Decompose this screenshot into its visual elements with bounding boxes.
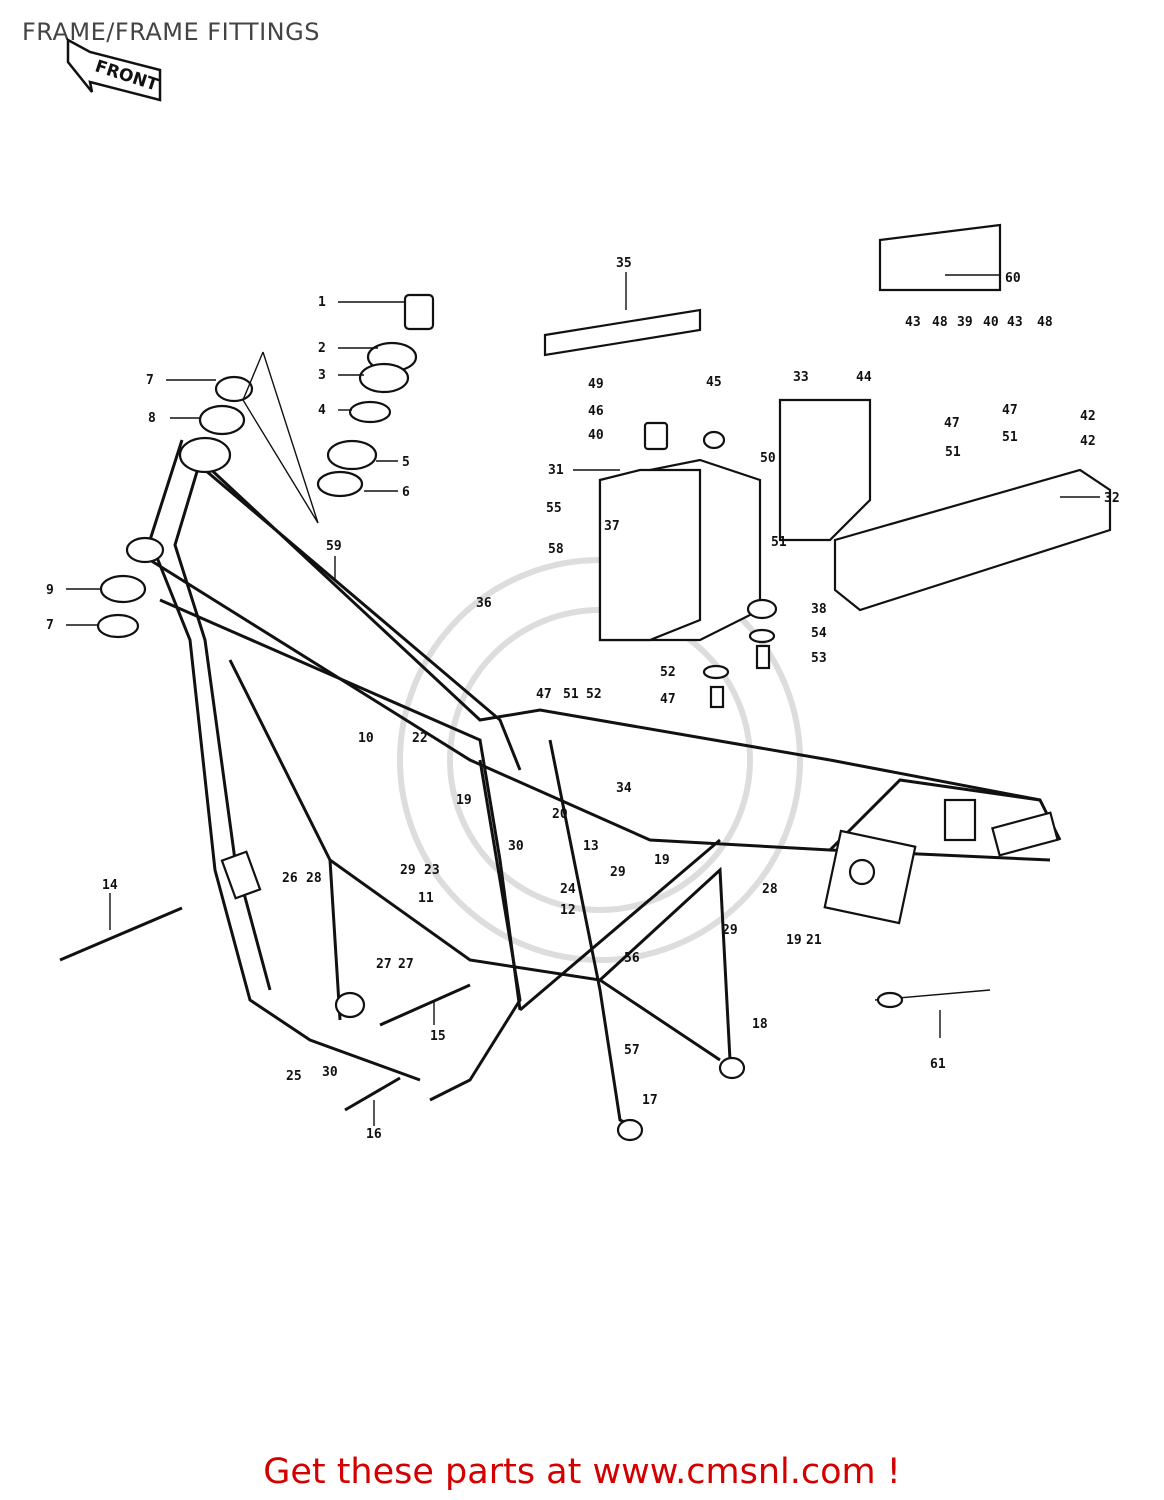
callout-21: 21 bbox=[806, 933, 822, 948]
callout-51a: 51 bbox=[1002, 430, 1018, 445]
callout-24: 24 bbox=[560, 882, 576, 897]
callout-19a: 19 bbox=[456, 793, 472, 808]
callout-7-lower: 7 bbox=[46, 618, 54, 633]
callout-48b: 48 bbox=[1037, 315, 1053, 330]
callout-20: 20 bbox=[552, 807, 568, 822]
callout-42b: 42 bbox=[1080, 434, 1096, 449]
callout-8: 8 bbox=[148, 411, 156, 426]
callout-labels: 1 2 3 4 5 6 7 8 9 7 35 60 43 48 39 40 43… bbox=[46, 256, 1120, 1142]
callout-39: 39 bbox=[957, 315, 973, 330]
callout-28b: 28 bbox=[762, 882, 778, 897]
callout-12: 12 bbox=[560, 903, 576, 918]
callout-36: 36 bbox=[476, 596, 492, 611]
steering-stem-parts bbox=[96, 293, 435, 639]
callout-13: 13 bbox=[583, 839, 599, 854]
callout-58: 58 bbox=[548, 542, 564, 557]
callout-31: 31 bbox=[548, 463, 564, 478]
callout-22: 22 bbox=[412, 731, 428, 746]
callout-42a: 42 bbox=[1080, 409, 1096, 424]
callout-40b: 40 bbox=[588, 428, 604, 443]
callout-40a: 40 bbox=[983, 315, 999, 330]
callout-17: 17 bbox=[642, 1093, 658, 1108]
callout-50: 50 bbox=[760, 451, 776, 466]
callout-29b: 29 bbox=[610, 865, 626, 880]
callout-45: 45 bbox=[706, 375, 722, 390]
callout-59: 59 bbox=[326, 539, 342, 554]
callout-33: 33 bbox=[793, 370, 809, 385]
callout-56: 56 bbox=[624, 951, 640, 966]
callout-51d: 51 bbox=[563, 687, 579, 702]
callout-15: 15 bbox=[430, 1029, 446, 1044]
callout-6: 6 bbox=[402, 485, 410, 500]
callout-29a: 29 bbox=[400, 863, 416, 878]
callout-44: 44 bbox=[856, 370, 872, 385]
callout-3: 3 bbox=[318, 368, 326, 383]
callout-54: 54 bbox=[811, 626, 827, 641]
callout-5: 5 bbox=[402, 455, 410, 470]
callout-60: 60 bbox=[1005, 271, 1021, 286]
callout-51c: 51 bbox=[771, 535, 787, 550]
callout-43a: 43 bbox=[905, 315, 921, 330]
callout-30a: 30 bbox=[508, 839, 524, 854]
cta-link[interactable]: Get these parts at www.cmsnl.com ! bbox=[0, 1452, 1164, 1492]
callout-47b: 47 bbox=[1002, 403, 1018, 418]
callout-46: 46 bbox=[588, 404, 604, 419]
front-arrow-badge: FRONT bbox=[66, 37, 162, 102]
callout-29c: 29 bbox=[722, 923, 738, 938]
cta-text[interactable]: Get these parts at www.cmsnl.com ! bbox=[263, 1452, 901, 1492]
callout-1: 1 bbox=[318, 295, 326, 310]
callout-49: 49 bbox=[588, 377, 604, 392]
callout-11: 11 bbox=[418, 891, 434, 906]
callout-14: 14 bbox=[102, 878, 118, 893]
callout-61: 61 bbox=[930, 1057, 946, 1072]
callout-47a: 47 bbox=[944, 416, 960, 431]
callout-38: 38 bbox=[811, 602, 827, 617]
callout-55: 55 bbox=[546, 501, 562, 516]
callout-16: 16 bbox=[366, 1127, 382, 1142]
callout-28a: 28 bbox=[306, 871, 322, 886]
callout-57: 57 bbox=[624, 1043, 640, 1058]
callout-52b: 52 bbox=[586, 687, 602, 702]
callout-2: 2 bbox=[318, 341, 326, 356]
callout-9: 9 bbox=[46, 583, 54, 598]
callout-4: 4 bbox=[318, 403, 326, 418]
callout-30b: 30 bbox=[322, 1065, 338, 1080]
callout-34: 34 bbox=[616, 781, 632, 796]
callout-52a: 52 bbox=[660, 665, 676, 680]
callout-27a: 27 bbox=[376, 957, 392, 972]
callout-25: 25 bbox=[286, 1069, 302, 1084]
callout-32: 32 bbox=[1104, 491, 1120, 506]
callout-26: 26 bbox=[282, 871, 298, 886]
callout-43b: 43 bbox=[1007, 315, 1023, 330]
callout-53: 53 bbox=[811, 651, 827, 666]
callout-10: 10 bbox=[358, 731, 374, 746]
callout-18: 18 bbox=[752, 1017, 768, 1032]
battery-box bbox=[59, 223, 1112, 1112]
frame bbox=[125, 436, 1062, 1142]
callout-35: 35 bbox=[616, 256, 632, 271]
callout-7: 7 bbox=[146, 373, 154, 388]
callout-19c: 19 bbox=[786, 933, 802, 948]
callout-19b: 19 bbox=[654, 853, 670, 868]
callout-47d: 47 bbox=[660, 692, 676, 707]
leader-lines bbox=[66, 272, 1100, 1126]
callout-27b: 27 bbox=[398, 957, 414, 972]
callout-47c: 47 bbox=[536, 687, 552, 702]
callout-48a: 48 bbox=[932, 315, 948, 330]
callout-23: 23 bbox=[424, 863, 440, 878]
callout-37: 37 bbox=[604, 519, 620, 534]
callout-51b: 51 bbox=[945, 445, 961, 460]
